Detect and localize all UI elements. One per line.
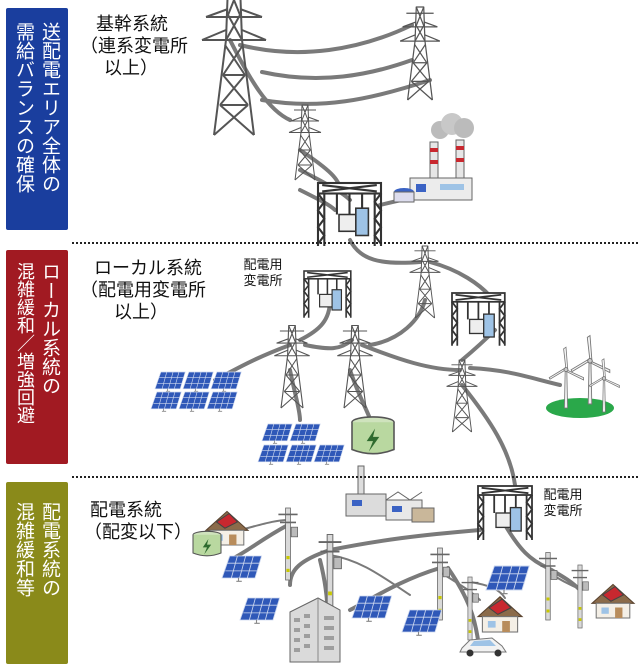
solar-panel-icon [313,444,345,465]
band-text-line: 需給バランスの確保 [13,22,35,193]
band-text-line: 混雑緩和等 [13,502,35,597]
solar-panel-icon [154,371,186,392]
utility-pole-icon [429,547,451,621]
solar-panel-icon [285,444,317,465]
tier-label-backbone: 基幹系統 （連系変電所 以上） [80,14,200,80]
transmission-tower-icon [288,104,322,181]
wind-farm [546,335,620,418]
utility-pole-icon [570,564,590,629]
solar-panel-icon [261,423,293,444]
transmission-tower-icon [409,245,441,319]
tier-label-line: （配変以下） [84,522,192,543]
band-text-line: 送配電エリア全体の [39,22,61,193]
tier-band-local: ローカル系統の 混雑緩和／増強回避 [6,250,68,464]
tier-label-line: 基幹系統 [96,14,168,35]
substation-label: 配電用 変電所 [240,258,286,290]
tier-label-local: ローカル系統 （配電用変電所 以上） [80,258,240,324]
tier-label-line: （連系変電所 [80,36,188,57]
tier-divider [72,476,638,478]
tier-label-line: ローカル系統 [94,258,202,279]
substation-icon [316,181,383,248]
substation-icon [477,485,533,541]
solar-panel-icon [257,444,289,465]
solar-panel-icon [485,565,530,595]
tier-label-line: 配電系統 [90,500,162,521]
house-icon [477,596,523,633]
substation-label: 配電用 変電所 [538,488,588,520]
substation-label-line: 変電所 [243,274,283,289]
tier-label-line: 以上） [114,302,168,323]
band-text-line: 混雑緩和／増強回避 [14,262,35,424]
battery-icon [351,416,395,455]
solar-panel-icon [351,595,393,622]
solar-panel-icon [239,597,281,624]
power-plant-icon [393,113,474,203]
solar-panel-icon [182,371,214,392]
solar-panel-icon [210,371,242,392]
tier-label-line: （配電用変電所 [80,280,206,301]
band-text-line: ローカル系統の [39,262,61,395]
solar-farm [150,371,345,465]
tier-band-distribution: 配電系統の 混雑緩和等 [6,482,68,664]
substation-label-line: 配電用 [543,488,583,503]
solar-panel-icon [178,391,210,412]
substation-label-line: 変電所 [543,504,583,519]
transmission-tower-icon [336,324,374,409]
solar-panel-icon [206,391,238,412]
solar-panel-icon [150,391,182,412]
tier-label-line: 以上） [104,58,158,79]
tier-divider [72,242,638,244]
factory-icon [345,465,435,523]
solar-panel-icon [401,609,443,636]
office-building-icon [289,597,341,663]
electric-car-icon [459,637,507,657]
substation-icon [451,292,506,347]
substation-label-line: 配電用 [243,258,283,273]
tier-label-distribution: 配電系統 （配変以下） [84,500,204,544]
tier-band-backbone: 送配電エリア全体の 需給バランスの確保 [6,8,68,230]
solar-panel-icon [289,423,321,444]
house-icon [591,583,635,619]
solar-panel-icon [221,555,263,582]
band-text-line: 配電系統の [39,502,61,597]
